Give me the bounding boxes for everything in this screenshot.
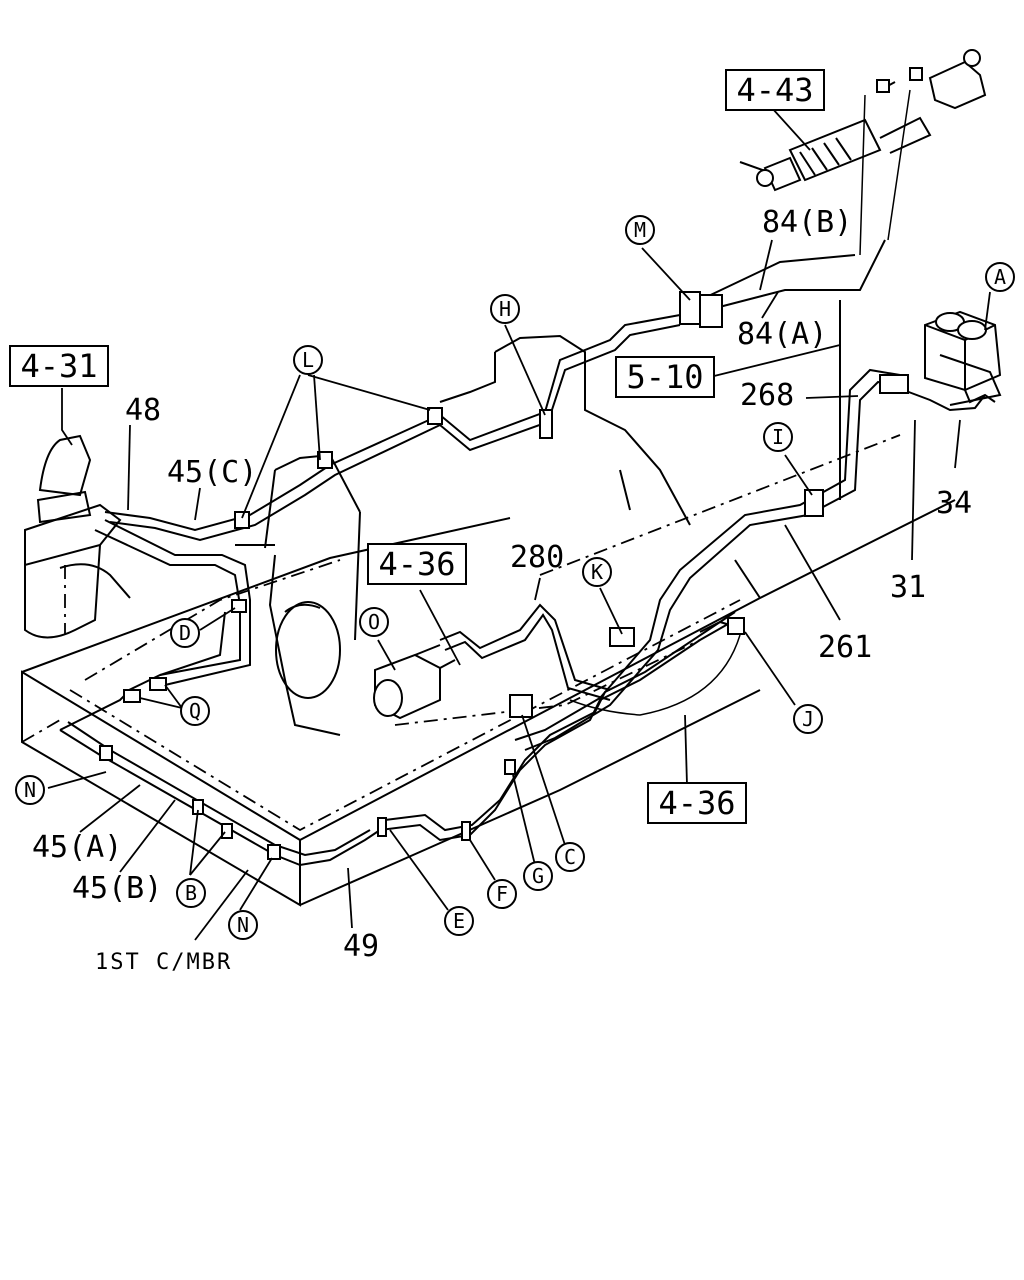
callout-E-label: E	[453, 909, 465, 933]
part-31: 31	[890, 570, 926, 605]
first-cross-member-label: 1ST C/MBR	[95, 950, 232, 975]
callout-Q: Q	[180, 696, 210, 726]
callout-K-label: K	[591, 560, 603, 584]
callout-H-label: H	[499, 297, 511, 321]
pipe-clips	[99, 291, 909, 860]
callout-I-label: I	[772, 425, 784, 449]
chassis-frame	[21, 434, 956, 907]
part-261: 261	[818, 630, 872, 665]
callout-H: H	[490, 294, 520, 324]
callout-B-label: B	[185, 881, 197, 905]
engine-outline	[235, 334, 691, 736]
callout-N2: N	[228, 910, 258, 940]
callout-J: J	[793, 704, 823, 734]
callout-K: K	[582, 557, 612, 587]
part-45b: 45(B)	[72, 871, 162, 906]
part-34: 34	[936, 486, 972, 521]
part-45a: 45(A)	[32, 830, 122, 865]
ref-box-4-43-label: 4-43	[736, 71, 813, 109]
part-number-labels: 84(B) 84(A) 268 34 31 261 280 48 45(C) 4…	[32, 205, 972, 964]
part-268: 268	[740, 378, 794, 413]
callout-D-label: D	[179, 621, 191, 645]
callout-G: G	[523, 861, 553, 891]
brake-pipes	[59, 89, 986, 867]
callout-N1: N	[15, 775, 45, 805]
leader-lines	[47, 107, 991, 941]
callout-N2-label: N	[237, 913, 249, 937]
slave-cylinder	[373, 644, 456, 720]
callout-A: A	[985, 262, 1015, 292]
callout-B: B	[176, 878, 206, 908]
part-49: 49	[343, 929, 379, 964]
callout-Q-label: Q	[189, 699, 201, 723]
clutch-booster	[739, 49, 987, 192]
callout-I: I	[763, 422, 793, 452]
callout-G-label: G	[532, 864, 544, 888]
part-45c: 45(C)	[167, 455, 257, 490]
callout-D: D	[170, 618, 200, 648]
callout-C: C	[555, 842, 585, 872]
callout-L: L	[293, 345, 323, 375]
ref-box-4-31-label: 4-31	[20, 347, 97, 385]
callout-M-label: M	[634, 218, 646, 242]
callout-J-label: J	[802, 707, 814, 731]
ref-box-4-36-bottom-label: 4-36	[658, 784, 735, 822]
callout-C-label: C	[564, 845, 576, 869]
ref-box-4-36-top-label: 4-36	[378, 545, 455, 583]
part-84b: 84(B)	[762, 205, 852, 240]
part-280: 280	[510, 540, 564, 575]
ref-box-5-10-label: 5-10	[626, 358, 703, 396]
callout-F-label: F	[496, 882, 508, 906]
callout-O-label: O	[368, 610, 380, 634]
ref-box-5-10: 5-10	[615, 356, 715, 398]
ref-box-4-36-top: 4-36	[367, 543, 467, 585]
callout-O: O	[359, 607, 389, 637]
ref-box-4-43: 4-43	[725, 69, 825, 111]
ref-box-4-31: 4-31	[9, 345, 109, 387]
part-48: 48	[125, 393, 161, 428]
callout-E: E	[444, 906, 474, 936]
callout-N1-label: N	[24, 778, 36, 802]
part-84a: 84(A)	[737, 317, 827, 352]
ref-box-4-36-bottom: 4-36	[647, 782, 747, 824]
air-tank	[24, 434, 131, 639]
callout-M: M	[625, 215, 655, 245]
callout-L-label: L	[302, 348, 314, 372]
reservoir-tank	[924, 310, 1002, 406]
callout-A-label: A	[994, 265, 1006, 289]
callout-F: F	[487, 879, 517, 909]
